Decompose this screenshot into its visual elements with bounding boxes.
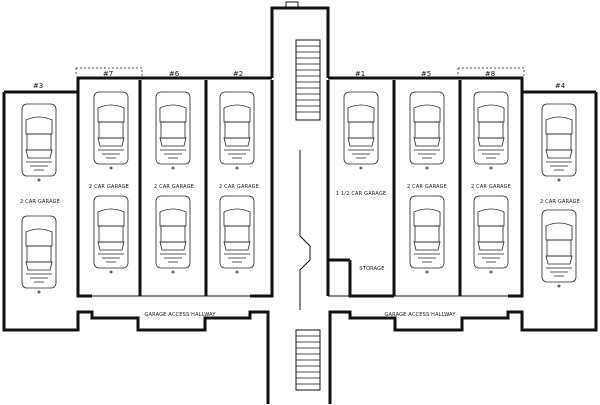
lower-stairs (295, 329, 321, 391)
garage-label-6: 2 CAR GARAGE (154, 184, 194, 190)
garage-label-7: 2 CAR GARAGE (89, 184, 129, 190)
car-icon (219, 195, 255, 274)
car-icon (343, 91, 379, 170)
car-icon (21, 215, 57, 294)
garage-label-2: 2 CAR GARAGE (219, 184, 259, 190)
car-icon (409, 195, 445, 274)
car-icon (21, 103, 57, 182)
car-icon (409, 91, 445, 170)
garage-number-7: #7 (103, 70, 113, 78)
garage-number-5: #5 (421, 70, 431, 78)
garage-label-3: 2 CAR GARAGE (20, 199, 60, 205)
garage-door-markers (75, 1, 525, 76)
garage-label-1: 1 1/2 CAR GARAGE (336, 191, 387, 197)
car-icon (541, 103, 577, 182)
car-icon (219, 91, 255, 170)
garage-label-5: 2 CAR GARAGE (407, 184, 447, 190)
cars (21, 91, 577, 294)
storage-label: STORAGE (359, 266, 384, 272)
car-icon (473, 91, 509, 170)
upper-stairs (295, 39, 321, 310)
hallway-label-right: GARAGE ACCESS HALLWAY (384, 312, 456, 318)
garage-number-3: #3 (33, 82, 43, 90)
car-icon (155, 195, 191, 274)
outer-walls (2, 6, 598, 404)
garage-number-6: #6 (169, 70, 180, 78)
hallway-label-left: GARAGE ACCESS HALLWAY (144, 312, 216, 318)
car-icon (93, 91, 129, 170)
garage-label-4: 2 CAR GARAGE (540, 199, 580, 205)
car-icon (155, 91, 191, 170)
car-icon (473, 195, 509, 274)
garage-number-1: #1 (355, 70, 365, 78)
car-icon (541, 209, 577, 288)
garage-number-8: #8 (485, 70, 495, 78)
car-icon (93, 195, 129, 274)
garage-number-4: #4 (555, 82, 566, 90)
garage-number-2: #2 (233, 70, 243, 78)
garage-label-8: 2 CAR GARAGE (471, 184, 511, 190)
partition-walls (76, 78, 524, 298)
